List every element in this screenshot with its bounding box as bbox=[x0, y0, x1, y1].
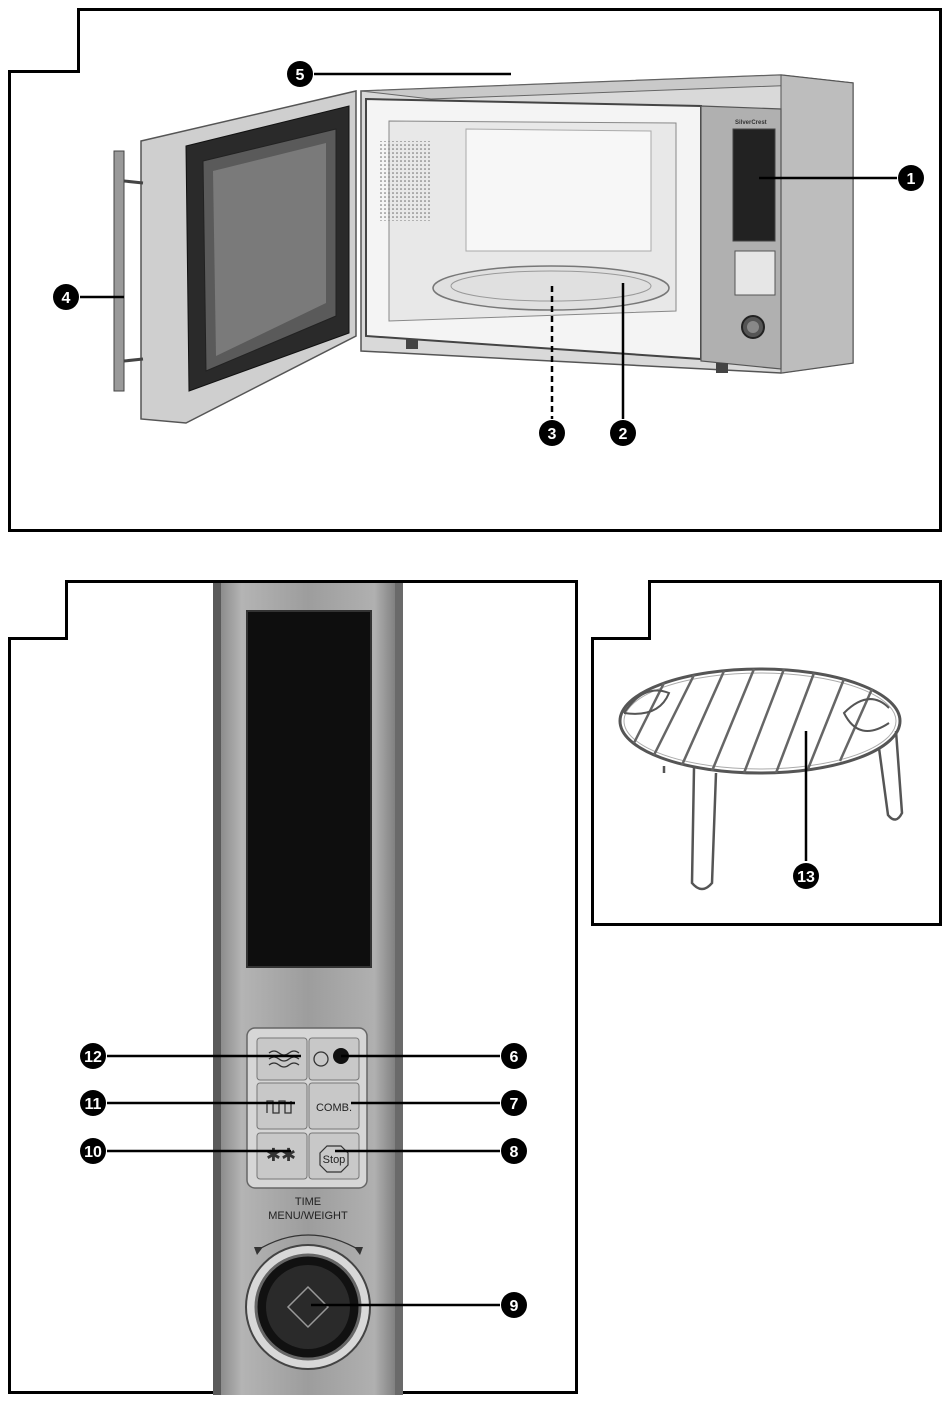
svg-text:12: 12 bbox=[84, 1049, 102, 1066]
svg-text:11: 11 bbox=[85, 1096, 102, 1113]
figure-2-control-panel: COMB. ✱✱ Stop TIME MENU/WEIGHT 12 bbox=[8, 580, 578, 1394]
svg-text:5: 5 bbox=[296, 67, 305, 84]
svg-text:9: 9 bbox=[510, 1298, 519, 1315]
callout-7: 7 bbox=[501, 1090, 527, 1116]
callout-3: 3 bbox=[539, 420, 565, 446]
callout-6: 6 bbox=[501, 1043, 527, 1069]
svg-text:7: 7 bbox=[510, 1096, 519, 1113]
figure-3-grill-rack: 13 bbox=[591, 580, 942, 926]
svg-text:8: 8 bbox=[510, 1144, 519, 1161]
callout-5: 5 bbox=[287, 61, 313, 87]
callout-10: 10 bbox=[80, 1138, 106, 1164]
callout-11: 11 bbox=[80, 1090, 106, 1116]
figure-1-microwave-overview: SilverCrest 1 5 4 bbox=[8, 8, 942, 532]
figure-number-box bbox=[8, 580, 68, 640]
callout-8: 8 bbox=[501, 1138, 527, 1164]
callout-13: 13 bbox=[793, 863, 819, 889]
figure-1-callouts: 1 5 4 3 2 bbox=[11, 11, 945, 535]
callout-9: 9 bbox=[501, 1292, 527, 1318]
svg-text:13: 13 bbox=[797, 869, 815, 886]
svg-text:6: 6 bbox=[510, 1049, 519, 1066]
callout-12: 12 bbox=[80, 1043, 106, 1069]
callout-1: 1 bbox=[898, 165, 924, 191]
grill-rack-illustration: 13 bbox=[594, 583, 945, 929]
callout-4: 4 bbox=[53, 284, 79, 310]
svg-text:2: 2 bbox=[619, 426, 628, 443]
figure-2-callouts: 12 11 10 6 7 8 bbox=[11, 583, 581, 1397]
svg-text:10: 10 bbox=[84, 1144, 102, 1161]
svg-text:1: 1 bbox=[907, 171, 916, 188]
svg-text:4: 4 bbox=[62, 290, 71, 307]
callout-2: 2 bbox=[610, 420, 636, 446]
svg-text:3: 3 bbox=[548, 426, 557, 443]
